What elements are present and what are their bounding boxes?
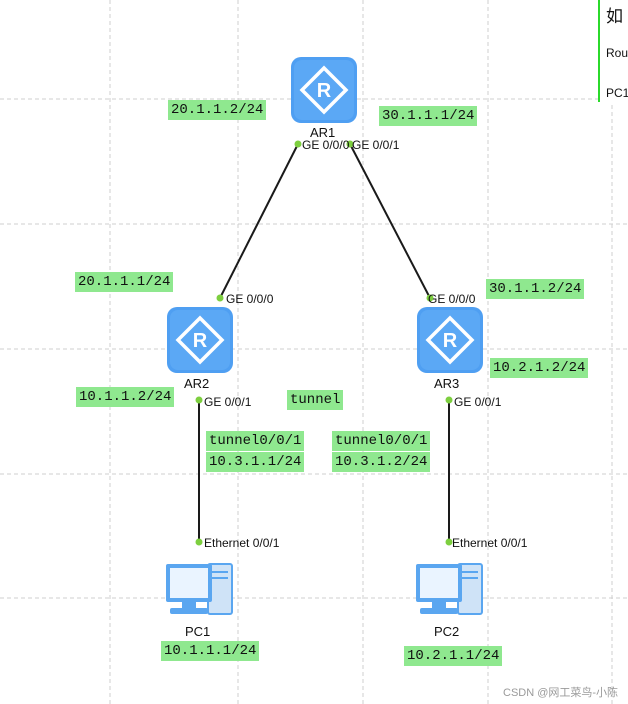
link-ar1-ar3[interactable]: [349, 143, 431, 299]
side-panel-line1: 如: [606, 7, 623, 26]
port-label-ar3-ge000: GE 0/0/0: [428, 292, 476, 306]
svg-text:R: R: [317, 80, 332, 102]
port-label-ar3-ge001: GE 0/0/1: [454, 395, 502, 409]
pc-pc2[interactable]: [414, 558, 486, 620]
device-name-ar1: AR1: [310, 125, 336, 140]
port-label-pc1-eth: Ethernet 0/0/1: [204, 536, 280, 550]
tunnel-ip-right: 10.3.1.2/24: [332, 452, 431, 472]
port-dot: [445, 396, 453, 404]
port-label-ar1-ge001: GE 0/0/1: [352, 138, 400, 152]
ip-label-pc2: 10.2.1.1/24: [404, 646, 503, 666]
tunnel-if-right: tunnel0/0/1: [332, 431, 431, 451]
port-dot: [195, 538, 203, 546]
ip-label-ar2-up: 20.1.1.1/24: [75, 272, 174, 292]
device-name-ar3: AR3: [434, 376, 460, 391]
device-name-pc2: PC2: [434, 624, 460, 639]
ip-label-pc1: 10.1.1.1/24: [161, 641, 260, 661]
ip-label-ar1-right: 30.1.1.1/24: [379, 106, 478, 126]
device-name-pc1: PC1: [185, 624, 211, 639]
port-dot: [445, 538, 453, 546]
router-icon: R: [167, 307, 233, 373]
port-label-ar2-ge000: GE 0/0/0: [226, 292, 274, 306]
port-dot: [195, 396, 203, 404]
tunnel-label: tunnel: [287, 390, 344, 410]
pc-icon: [416, 563, 483, 615]
port-dot: [216, 294, 224, 302]
side-panel-line3: PC1: [606, 86, 628, 100]
router-ar1[interactable]: R: [290, 56, 358, 124]
port-dot: [294, 140, 302, 148]
tunnel-ip-left: 10.3.1.1/24: [206, 452, 305, 472]
svg-text:R: R: [443, 330, 458, 352]
port-label-ar1-ge000: GE 0/0/0: [302, 138, 350, 152]
svg-text:R: R: [193, 330, 208, 352]
port-label-ar2-ge001: GE 0/0/1: [204, 395, 252, 409]
side-panel: 如 Rou PC1: [598, 0, 628, 102]
pc-pc1[interactable]: [164, 558, 236, 620]
ip-label-ar2-down: 10.1.1.2/24: [76, 387, 175, 407]
ip-label-ar1-left: 20.1.1.2/24: [168, 100, 267, 120]
port-dot: [426, 294, 434, 302]
port-label-pc2-eth: Ethernet 0/0/1: [452, 536, 528, 550]
tunnel-if-left: tunnel0/0/1: [206, 431, 305, 451]
port-dot: [346, 140, 354, 148]
device-name-ar2: AR2: [184, 376, 210, 391]
router-ar2[interactable]: R: [166, 306, 234, 374]
watermark: CSDN @网工菜鸟-小陈: [503, 687, 619, 699]
router-icon: R: [291, 57, 357, 123]
router-ar3[interactable]: R: [416, 306, 484, 374]
router-icon: R: [417, 307, 483, 373]
link-ar1-ar2[interactable]: [219, 143, 299, 299]
side-panel-line2: Rou: [606, 46, 628, 60]
ip-label-ar3-down: 10.2.1.2/24: [490, 358, 589, 378]
ip-label-ar3-up: 30.1.1.2/24: [486, 279, 585, 299]
pc-icon: [166, 563, 233, 615]
